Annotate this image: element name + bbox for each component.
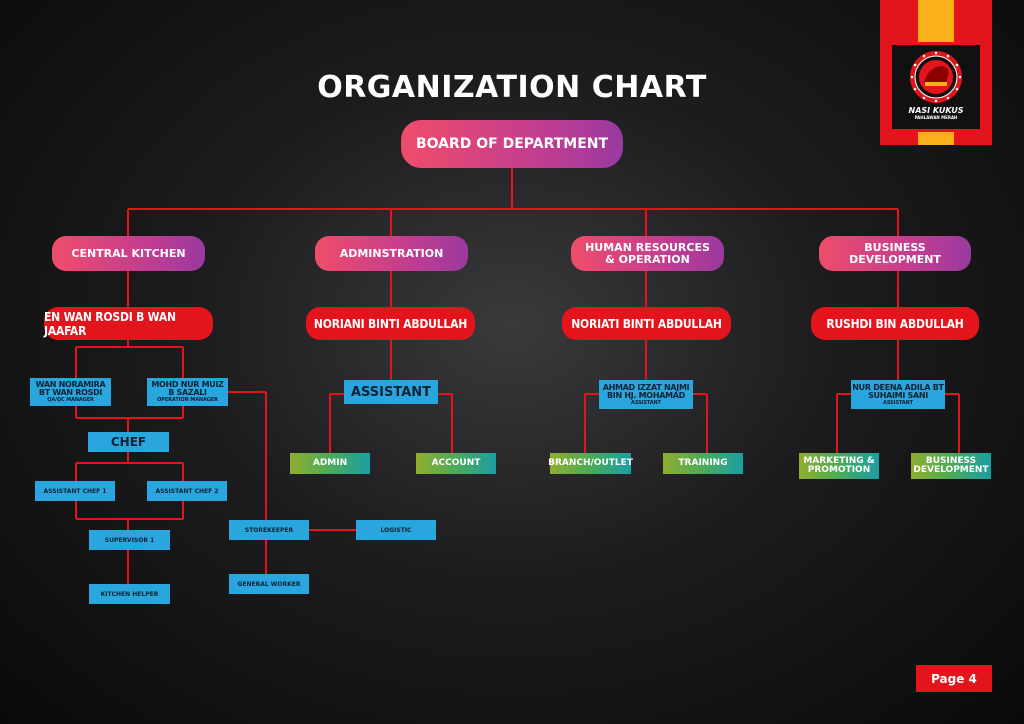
bd-assistant-node: NUR DEENA ADILA BT SUHAIMI SANI ASSISTAN… <box>851 380 945 409</box>
business-development-node: BUSINESS DEVELOPMENT <box>911 453 991 479</box>
hr-assistant-node: AHMAD IZZAT NAJMI BIN HJ. MOHAMAD ASSIST… <box>599 380 693 409</box>
marketing-promotion-node: MARKETING & PROMOTION <box>799 453 879 479</box>
qa-role: QA/QC MANAGER <box>47 397 94 403</box>
page-number-badge: Page 4 <box>916 665 992 692</box>
hr-assistant-role: ASSISTANT <box>631 399 661 406</box>
branch-outlet-node: BRANCH/OUTLET <box>548 453 633 474</box>
brand-logo: NASI KUKUS PAHLAWAN MERAH <box>889 42 983 132</box>
bd-assistant-name-line2: SUHAIMI SANI <box>868 390 928 400</box>
qa-name-line1: WAN NORAMIRA <box>35 380 106 389</box>
supervisor-node: SUPERVISOR 1 <box>89 530 170 550</box>
hr-assistant-name-line2: BIN HJ. MOHAMAD <box>607 390 685 400</box>
training-node: TRAINING <box>663 453 743 474</box>
bizdev-line2: DEVELOPMENT <box>913 465 989 475</box>
dept-administration: ADMINSTRATION <box>315 236 468 271</box>
bizdev-line1: BUSINESS <box>925 456 977 466</box>
qa-qc-manager-node: WAN NORAMIRA BT WAN ROSDI QA/QC MANAGER <box>30 378 111 406</box>
admin-assistant-node: ASSISTANT <box>344 380 438 404</box>
logo-emblem-icon <box>910 51 962 103</box>
chef-node: CHEF <box>88 432 169 452</box>
dept-human-resources: HUMAN RESOURCES & OPERATION <box>571 236 724 271</box>
dept-business-development: BUSINESS DEVELOPMENT <box>819 236 971 271</box>
operation-manager-node: MOHD NUR MUIZ B SAZALI OPERATION MANAGER <box>147 378 228 406</box>
hr-assistant-name-line1: AHMAD IZZAT NAJMI <box>602 382 690 392</box>
general-worker-node: GENERAL WORKER <box>229 574 309 594</box>
head-human-resources: NORIATI BINTI ABDULLAH <box>562 307 731 340</box>
op-role: OPERATION MANAGER <box>157 397 218 403</box>
kitchen-helper-node: KITCHEN HELPER <box>89 584 170 604</box>
assistant-chef-1-node: ASSISTANT CHEF 1 <box>35 481 115 501</box>
page-title: ORGANIZATION CHART <box>317 70 707 105</box>
logistic-node: LOGISTIC <box>356 520 436 540</box>
dept-hr-line1: HUMAN RESOURCES <box>585 240 710 254</box>
head-business-development: RUSHDI BIN ABDULLAH <box>811 307 979 340</box>
marketing-line2: PROMOTION <box>807 465 871 475</box>
dept-bd-line1: BUSINESS <box>864 240 926 254</box>
dept-central-kitchen: CENTRAL KITCHEN <box>52 236 205 271</box>
storekeeper-node: STOREKEEPER <box>229 520 309 540</box>
logo-subtitle: PAHLAWAN MERAH <box>914 115 958 120</box>
assistant-chef-2-node: ASSISTANT CHEF 2 <box>147 481 227 501</box>
op-name-line2: B SAZALI <box>168 388 207 397</box>
bd-assistant-role: ASSISTANT <box>883 399 913 406</box>
op-name-line1: MOHD NUR MUIZ <box>151 380 224 389</box>
logo-title: NASI KUKUS <box>908 106 964 115</box>
board-of-department-node: BOARD OF DEPARTMENT <box>401 120 623 168</box>
bd-assistant-name-line1: NUR DEENA ADILA BT <box>852 382 944 392</box>
account-node: ACCOUNT <box>416 453 496 474</box>
dept-hr-line2: & OPERATION <box>605 252 690 266</box>
qa-name-line2: BT WAN ROSDI <box>38 388 103 397</box>
dept-bd-line2: DEVELOPMENT <box>849 252 941 266</box>
admin-node: ADMIN <box>290 453 370 474</box>
head-administration: NORIANI BINTI ABDULLAH <box>306 307 475 340</box>
marketing-line1: MARKETING & <box>803 456 875 466</box>
head-central-kitchen: EN WAN ROSDI B WAN JAAFAR <box>44 307 213 340</box>
